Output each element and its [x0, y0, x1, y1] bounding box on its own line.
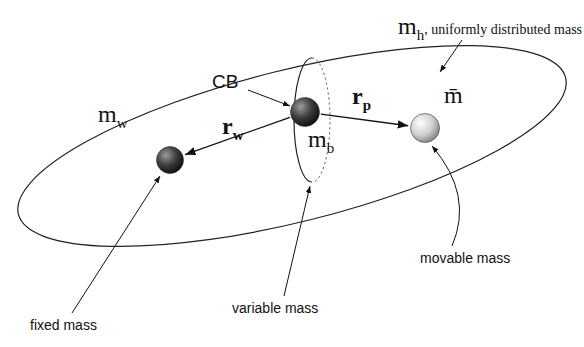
- mass-label: CB: [212, 71, 238, 92]
- annotation: fixed mass: [30, 317, 97, 333]
- position-vector: [321, 114, 408, 126]
- node-label: mh, uniformly distributed mass: [398, 14, 582, 38]
- mass-label: m: [398, 13, 417, 39]
- annotation: rp: [352, 84, 371, 108]
- mass-sphere: [410, 113, 440, 143]
- annotation-text: r: [222, 113, 233, 139]
- mass-label: w: [117, 115, 128, 131]
- cb-leader: [248, 90, 290, 106]
- annotation-text: movable mass: [420, 250, 510, 266]
- annotation-text: variable mass: [232, 300, 318, 316]
- node-label: CB: [212, 72, 238, 91]
- sphere-fill: [291, 98, 320, 127]
- position-vector: [185, 117, 290, 154]
- node-label: m̄: [444, 83, 463, 107]
- mass-label: b: [327, 140, 335, 156]
- annotation-text: p: [363, 97, 371, 113]
- variable-mass-sphere: CBmb: [290, 97, 320, 127]
- hull-ellipse-outline: [0, 4, 584, 288]
- annotation-text: fixed mass: [30, 317, 97, 333]
- fixed-mass-sphere: mw: [156, 146, 184, 174]
- hull-leader: [440, 40, 462, 72]
- node-label: mw: [98, 102, 128, 126]
- mass-label: h: [417, 27, 425, 43]
- annotation: variable mass: [232, 300, 318, 316]
- annotation: rw: [222, 114, 244, 138]
- mass-sphere: [290, 97, 320, 127]
- node-label: mb: [308, 127, 334, 151]
- movable-mass-sphere: m̄: [410, 113, 440, 143]
- mass-label: m̄: [444, 82, 463, 108]
- mass-sphere: [156, 146, 184, 174]
- annotation-text: r: [352, 83, 363, 109]
- mass-label: m: [308, 126, 327, 152]
- sphere-fill: [411, 114, 440, 143]
- variable-mass-leader: [284, 186, 310, 296]
- mass-label: , uniformly distributed mass: [424, 22, 582, 37]
- mass-label: m: [98, 101, 117, 127]
- annotation: movable mass: [420, 250, 510, 266]
- sphere-fill: [156, 146, 183, 173]
- annotation-text: w: [233, 127, 244, 143]
- movable-mass-leader: [432, 146, 460, 246]
